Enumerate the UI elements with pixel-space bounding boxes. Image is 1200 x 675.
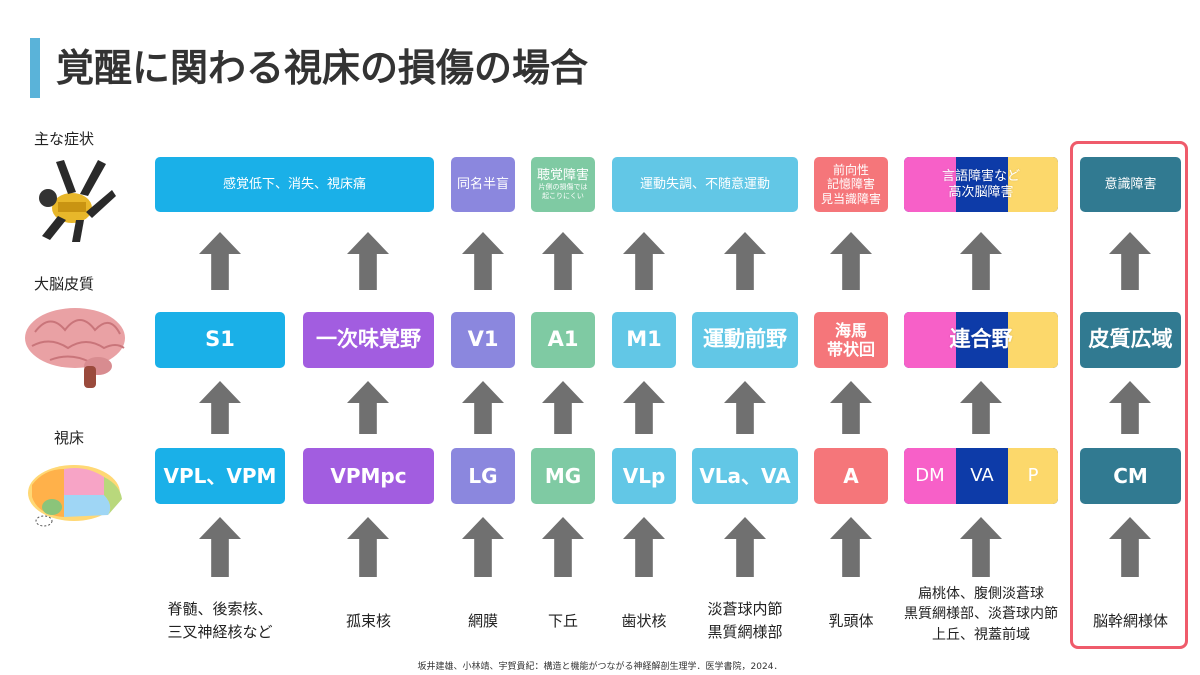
cortex-association: 連合野 <box>904 312 1058 368</box>
up-arrow-icon <box>542 381 584 434</box>
source-globus-pallidus: 淡蒼球内節黒質網様部 <box>707 600 783 642</box>
up-arrow-icon <box>960 232 1002 290</box>
up-arrow-icon <box>830 232 872 290</box>
thalamus-dm-va-p: DM VA P <box>904 448 1058 504</box>
row-label-cortex: 大脳皮質 <box>34 275 95 293</box>
source-dentate: 歯状核 <box>621 612 667 630</box>
thalamus-va: VA <box>970 465 994 487</box>
up-arrow-icon <box>347 232 389 290</box>
up-arrow-icon <box>1109 381 1151 434</box>
thalamus-vlp: VLp <box>612 448 676 504</box>
up-arrow-icon <box>462 517 504 577</box>
up-arrow-icon <box>960 517 1002 577</box>
cortex-hippocampus-cingulate: 海馬帯状回 <box>814 312 888 368</box>
source-retina: 網膜 <box>467 612 498 630</box>
symptom-memory: 前向性記憶障害見当識障害 <box>814 157 888 212</box>
source-solitary: 孤束核 <box>345 612 391 630</box>
cortex-premotor: 運動前野 <box>692 312 798 368</box>
title-accent-bar <box>30 38 40 98</box>
up-arrow-icon <box>724 232 766 290</box>
thalamus-vla-va: VLa、VA <box>692 448 798 504</box>
up-arrow-icon <box>623 517 665 577</box>
up-arrow-icon <box>960 381 1002 434</box>
up-arrow-icon <box>542 232 584 290</box>
source-amygdala: 扁桃体、腹側淡蒼球黒質網様部、淡蒼球内節上丘、視蓋前域 <box>904 586 1058 643</box>
highlight-frame <box>1070 141 1188 649</box>
symptom-consciousness: 意識障害 <box>1080 157 1181 212</box>
thalamus-cm: CM <box>1080 448 1181 504</box>
up-arrow-icon <box>199 381 241 434</box>
cortex-v1: V1 <box>451 312 515 368</box>
source-inferior-colliculus: 下丘 <box>547 612 578 630</box>
thalamus-mg: MG <box>531 448 595 504</box>
symptom-hearing-note-1: 片側の損傷では <box>538 183 588 192</box>
up-arrow-icon <box>199 232 241 290</box>
up-arrow-icon <box>462 381 504 434</box>
thalamus-vpl-vpm: VPL、VPM <box>155 448 285 504</box>
page-title: 覚醒に関わる視床の損傷の場合 <box>56 46 589 90</box>
symptom-ataxia: 運動失調、不随意運動 <box>612 157 798 212</box>
cortex-gustatory: 一次味覚野 <box>303 312 434 368</box>
source-mammillary: 乳頭体 <box>828 612 874 630</box>
thalamus-dm: DM <box>904 448 956 504</box>
up-arrow-icon <box>623 381 665 434</box>
up-arrow-icon <box>542 517 584 577</box>
symptom-higher-brain: 言語障害など高次脳障害 <box>904 157 1058 212</box>
thalamus-a: A <box>814 448 888 504</box>
thalamus-vpmpc: VPMpc <box>303 448 434 504</box>
falling-figure-icon <box>39 160 116 242</box>
up-arrow-icon <box>724 381 766 434</box>
cortex-wide: 皮質広域 <box>1080 312 1181 368</box>
symptom-hearing-note-2: 起こりにくい <box>542 192 584 201</box>
up-arrow-icon <box>1109 232 1151 290</box>
up-arrow-icon <box>199 517 241 577</box>
cortex-a1: A1 <box>531 312 595 368</box>
cortex-m1: M1 <box>612 312 676 368</box>
citation: 坂井建雄、小林靖、宇賀貴紀：構造と機能がつながる神経解剖生理学．医学書院，202… <box>417 662 783 672</box>
up-arrow-icon <box>830 381 872 434</box>
symptom-hemianopia: 同名半盲 <box>451 157 515 212</box>
up-arrow-icon <box>623 232 665 290</box>
symptom-hearing-impairment: 聴覚障害 片側の損傷では 起こりにくい <box>531 157 595 212</box>
up-arrow-icon <box>347 517 389 577</box>
cortex-s1: S1 <box>155 312 285 368</box>
source-spinal: 脊髄、後索核、三叉神経核など <box>167 600 273 642</box>
symptom-sensory-loss: 感覚低下、消失、視床痛 <box>155 157 434 212</box>
row-label-thalamus: 視床 <box>54 429 85 447</box>
up-arrow-icon <box>462 232 504 290</box>
source-reticular: 脳幹網様体 <box>1092 612 1168 630</box>
thalamus-lg: LG <box>451 448 515 504</box>
up-arrow-icon <box>347 381 389 434</box>
row-label-symptoms: 主な症状 <box>34 130 95 148</box>
up-arrow-icon <box>1109 517 1151 577</box>
up-arrow-icon <box>724 517 766 577</box>
thalamus-icon <box>28 465 122 527</box>
brain-icon <box>25 308 125 388</box>
up-arrow-icon <box>830 517 872 577</box>
thalamus-p: P <box>1008 448 1058 504</box>
